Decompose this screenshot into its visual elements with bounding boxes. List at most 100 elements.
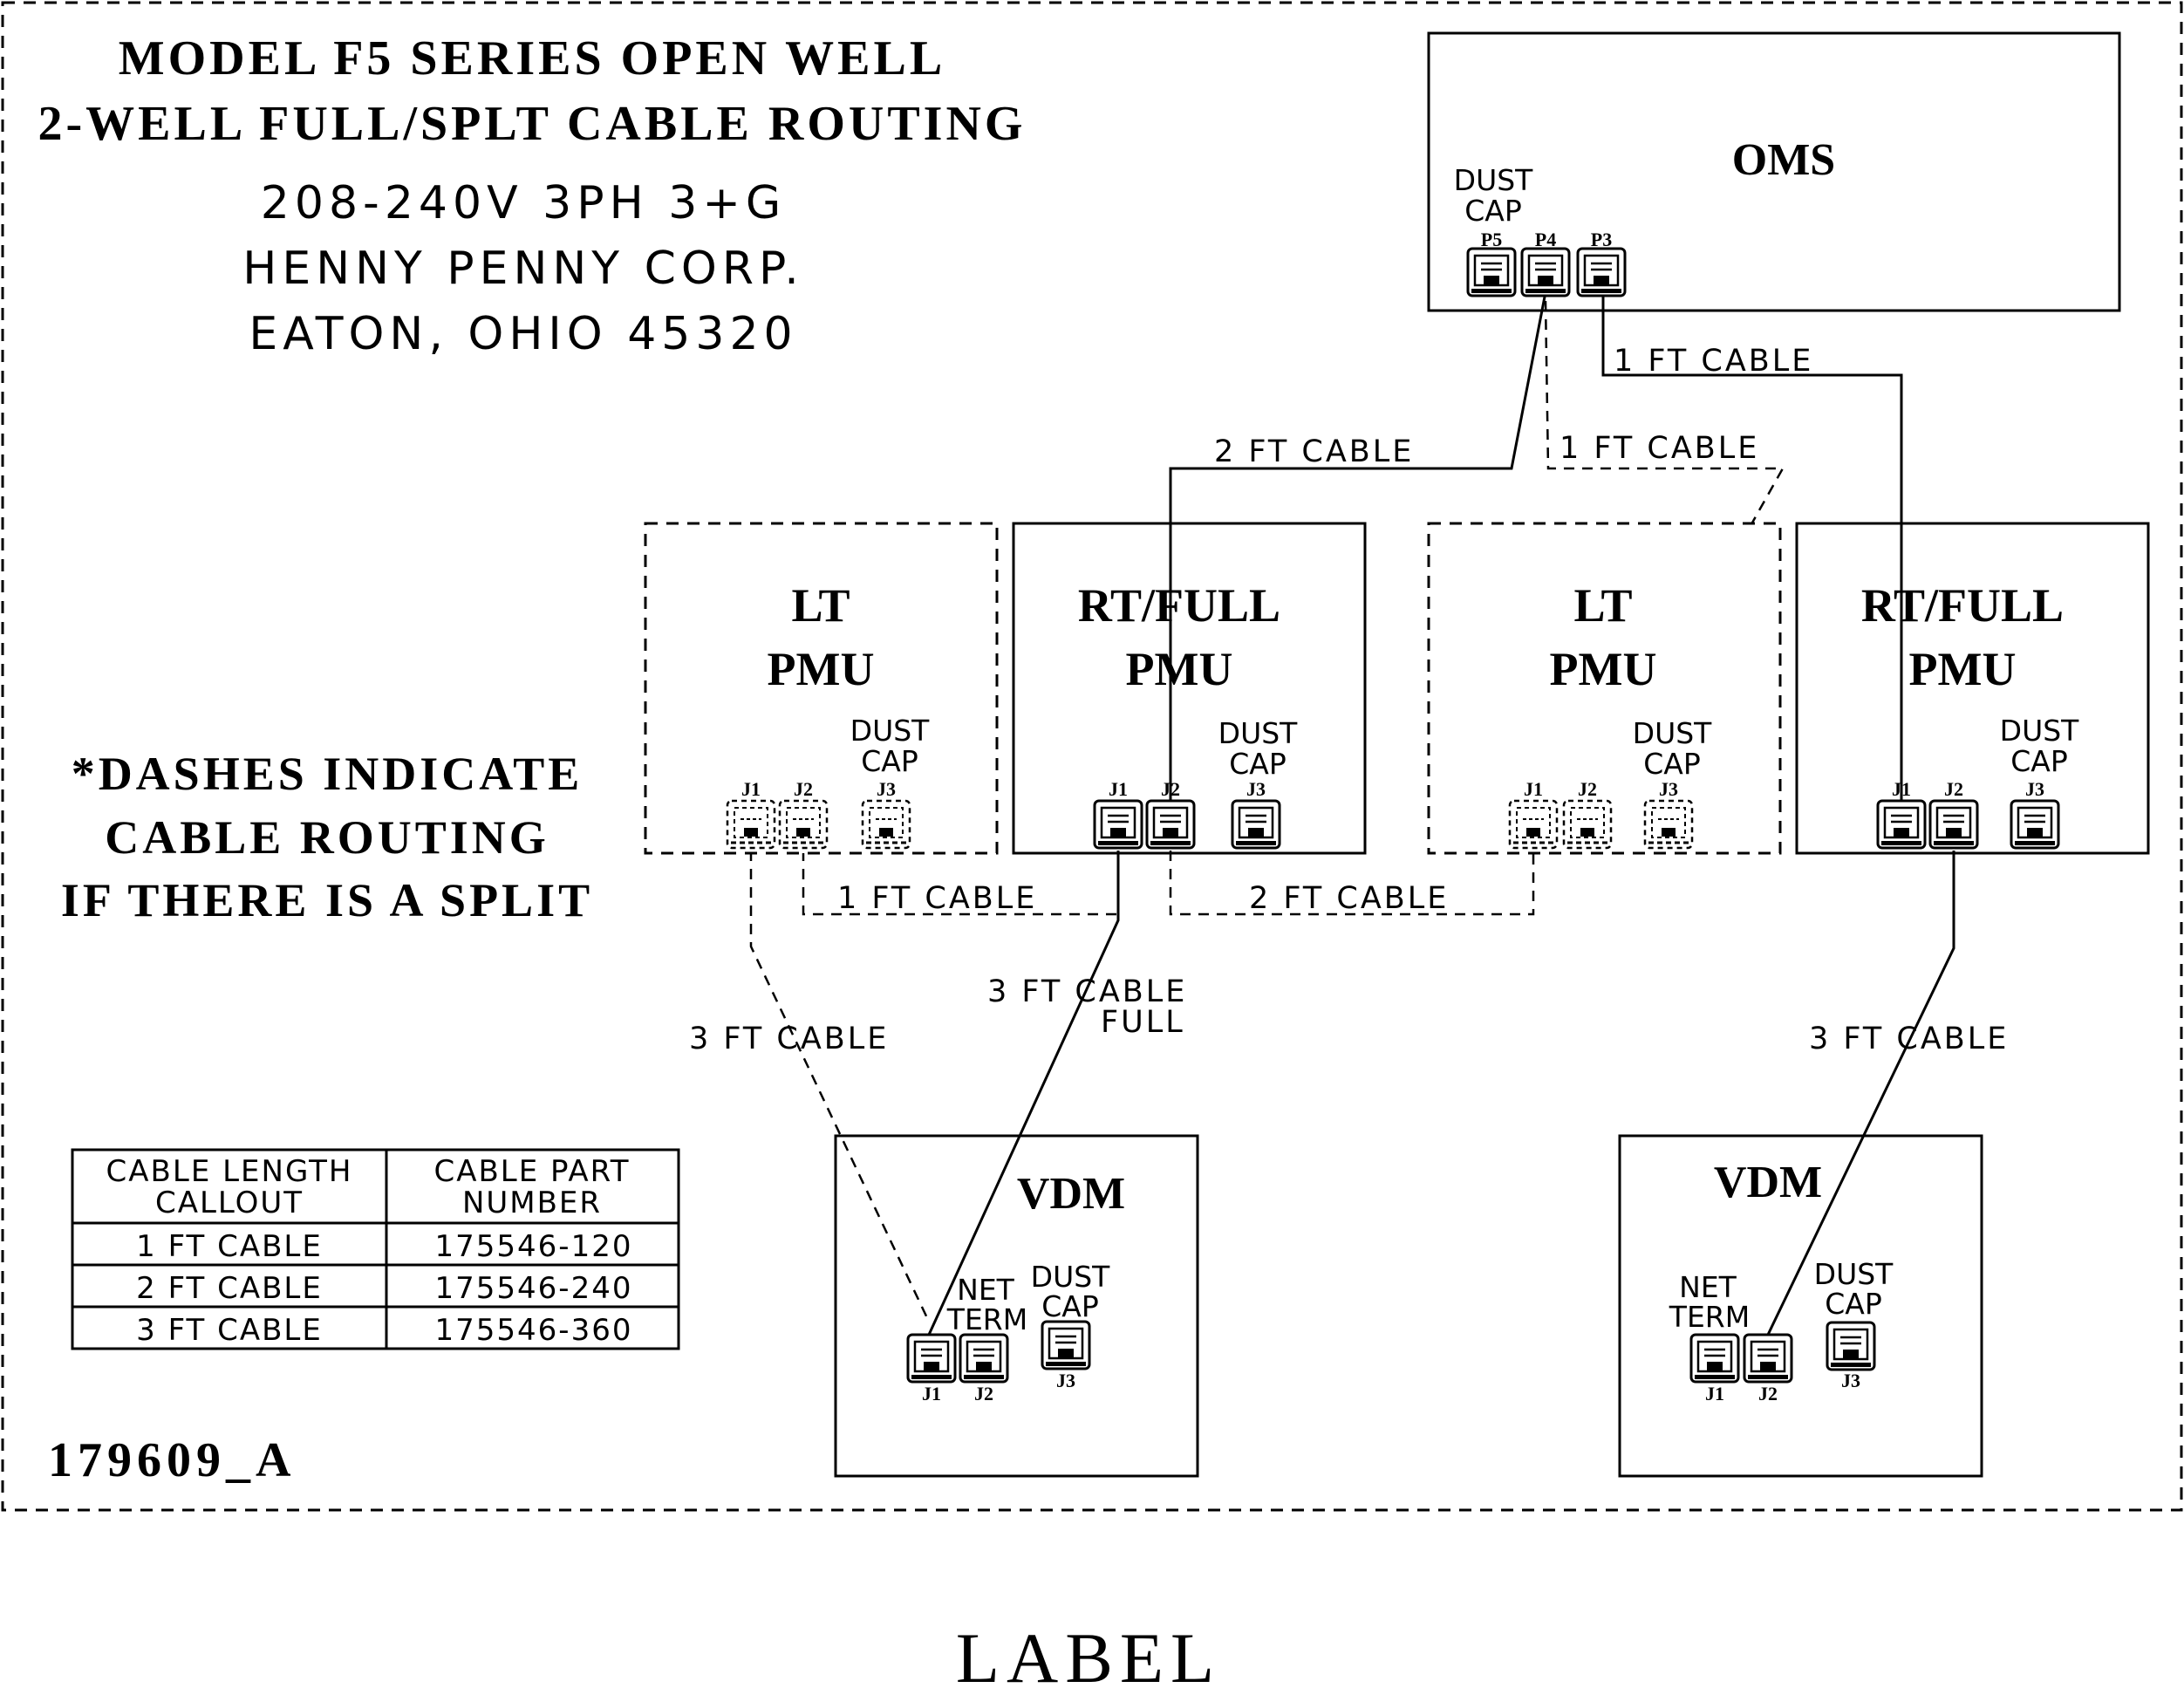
table-header-col2-line2: NUMBER [462,1186,602,1220]
vdm-right-port-label-j1: J1 [1705,1383,1724,1404]
oms-label: OMS [1732,135,1835,185]
vdm-right-port-label-j2: J2 [1758,1383,1778,1404]
vdm-left-port-label-j3: J3 [1056,1370,1075,1391]
oms-dust-cap-text-1: DUST [1454,163,1534,197]
footer-label: LABEL [956,1618,1221,1688]
pmu-left-rt-port-label-j1: J1 [1109,778,1128,800]
pmu-right-rt-port-label-j2: J2 [1944,778,1963,800]
vdm-left-j2-jack-icon [959,1333,1009,1384]
pmu-right-rt-box [1795,522,2150,855]
vdm-right-net-text-1: NET [1679,1270,1737,1304]
title-line-4: HENNY PENNY CORP. [242,243,804,295]
vdm-left-net-text-1: NET [957,1273,1015,1307]
pmu-left-rt-title-1: RT/FULL [1078,579,1280,632]
pmu-right-lt-title-1: LT [1573,579,1632,632]
pmu-right-lt: LT PMU DUST CAP J1 J2 J3 [1427,522,1782,855]
vdm-left-j3-jack-icon [1041,1320,1091,1370]
pmu-left-rt-port-label-j3: J3 [1246,778,1266,800]
note-line-3: IF THERE IS A SPLIT [61,874,593,926]
pmu-right-lt-j1-jack-icon [1508,799,1559,850]
split-note: *DASHES INDICATE CABLE ROUTING IF THERE … [61,748,593,926]
cable-left-lt-j1-to-vdm-left-j1 [749,851,931,1322]
pmu-right-rt-j1-jack-icon [1876,799,1927,850]
table-cell: 2 FT CABLE [136,1271,323,1306]
pmu-right-lt-port-label-j3: J3 [1659,778,1678,800]
vdm-left-dust-text-1: DUST [1031,1260,1111,1294]
table-cell: 175546-120 [435,1229,633,1264]
pmu-left-lt-port-label-j1: J1 [741,778,761,800]
oms-port-p5-jack-icon [1466,247,1517,297]
vdm-right-label: VDM [1714,1158,1822,1207]
pmu-left-lt-title-2: PMU [768,643,875,695]
vdm-left-j1-jack-icon [906,1333,957,1384]
pmu-left-lt-j3-jack-icon [861,799,911,850]
cable-oms-p3-to-right-rt-j1 [1601,292,1903,811]
cable-right-rt-j2-to-vdm-right-j2 [1766,851,1955,1336]
oms-module: OMS DUST CAP P5 P4 P3 [1427,31,2121,312]
vdm-left: VDM NET TERM DUST CAP J1 J2 J3 [834,1134,1199,1478]
vdm-left-box [834,1134,1199,1478]
pmu-right-rt-port-label-j1: J1 [1892,778,1911,800]
table-cell: 175546-240 [435,1271,633,1306]
pmu-left-lt-box [644,522,999,855]
oms-box [1427,31,2121,312]
pmu-right-rt-title-1: RT/FULL [1861,579,2064,632]
pmu-left-rt-dust-text-1: DUST [1218,716,1299,750]
pmu-right-rt-dust-text-1: DUST [2000,714,2080,748]
vdm-right: VDM NET TERM DUST CAP J1 J2 J3 [1618,1134,1983,1478]
pmu-left-rt-j1-jack-icon [1093,799,1143,850]
pmu-right-lt-box [1427,522,1782,855]
pmu-right-rt-j2-jack-icon [1928,799,1979,850]
oms-port-label-p5: P5 [1481,229,1502,250]
pmu-right-lt-port-label-j1: J1 [1524,778,1543,800]
vdm-right-port-label-j3: J3 [1841,1370,1860,1391]
title-block: MODEL F5 SERIES OPEN WELL 2-WELL FULL/SP… [38,31,1027,360]
vdm-right-net-text-2: TERM [1669,1300,1750,1334]
cable-left-rt-j1-to-vdm-left-j1 [927,851,1120,1336]
oms-port-label-p3: P3 [1591,229,1612,250]
title-line-3: 208-240V 3PH 3+G [261,177,786,229]
pmu-right-lt-dust-text-2: CAP [1643,747,1701,781]
table-cell: 1 FT CABLE [136,1229,323,1264]
title-line-5: EATON, OHIO 45320 [249,308,797,360]
vdm-right-j1-jack-icon [1689,1333,1740,1384]
pmu-right-rt-dust-text-2: CAP [2010,744,2068,778]
pmu-left-lt-dust-text-1: DUST [850,714,931,748]
vdm-right-box [1618,1134,1983,1478]
pmu-right-rt: RT/FULL PMU DUST CAP J1 J2 J3 [1795,522,2150,855]
oms-port-label-p4: P4 [1535,229,1556,250]
table-cell: 175546-360 [435,1313,633,1348]
title-line-2: 2-WELL FULL/SPLT CABLE ROUTING [38,97,1027,151]
vdm-right-j2-jack-icon [1743,1333,1793,1384]
oms-port-p3-jack-icon [1576,247,1627,297]
pmu-left-lt-port-label-j2: J2 [794,778,813,800]
title-line-1: MODEL F5 SERIES OPEN WELL [119,31,946,85]
pmu-right-rt-title-2: PMU [1909,643,2017,695]
vdm-right-dust-text-1: DUST [1814,1257,1894,1291]
table-header-col1-line2: CALLOUT [155,1186,304,1220]
cable-left-rt-j2-to-right-lt-j1 [1169,851,1535,916]
drawing-border [1,1,2183,1512]
oms-port-p4-jack-icon [1520,247,1571,297]
pmu-left-rt-box [1012,522,1367,855]
table-cell: 3 FT CABLE [136,1313,323,1348]
pmu-left-rt-dust-text-2: CAP [1229,747,1287,781]
label-oms-p4-2ft: 2 FT CABLE [1214,434,1414,469]
label-vdm-right-3ft: 3 FT CABLE [1809,1022,2009,1056]
pmu-right-lt-dust-text-1: DUST [1633,716,1713,750]
drawing-number: 179609_A [48,1433,296,1487]
vdm-left-label: VDM [1017,1169,1125,1219]
pmu-right-rt-j3-jack-icon [2010,799,2060,850]
pmu-left-rt-j2-jack-icon [1145,799,1196,850]
pmu-left-lt: LT PMU DUST CAP J1 J2 J3 [644,522,999,855]
pmu-left-lt-j2-jack-icon [778,799,829,850]
table-header-col2-line1: CABLE PART [433,1154,630,1189]
note-line-2: CABLE ROUTING [105,811,549,864]
table-frame [71,1148,680,1350]
label-vdm-left-full-3ft: 3 FT CABLE [987,974,1187,1009]
cable-oms-p4-split-to-right-lt-j2 [1544,300,1785,817]
table-header-col1-line1: CABLE LENGTH [106,1154,353,1189]
pmu-left-rt: RT/FULL PMU DUST CAP J1 J2 J3 [1012,522,1367,855]
label-vdm-left-full: FULL [1101,1005,1185,1040]
